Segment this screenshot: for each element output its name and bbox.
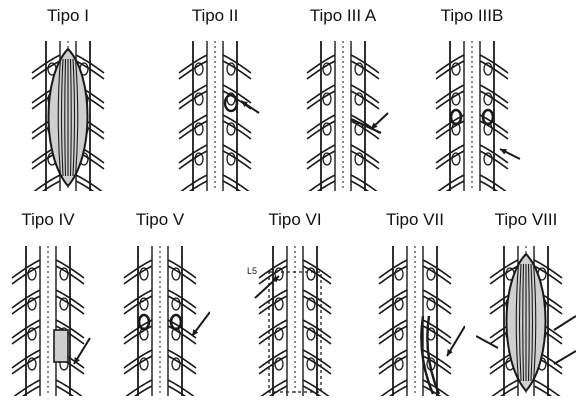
panel-title-tipo-ii: Tipo II <box>165 6 265 26</box>
spine-illustration-tipo-vii <box>365 246 465 396</box>
panel-tipo-iii-a: Tipo III A <box>293 6 393 196</box>
panel-title-tipo-vii: Tipo VII <box>365 210 465 230</box>
spine-illustration-tipo-i <box>18 41 118 191</box>
spine-illustration-tipo-iii-a <box>293 41 393 191</box>
spine-illustration-tipo-ii <box>165 41 265 191</box>
panel-tipo-i: Tipo I <box>18 6 118 196</box>
spine-illustration-tipo-vi: L5 <box>245 246 345 396</box>
panel-title-tipo-viii: Tipo VIII <box>476 210 576 230</box>
panel-title-tipo-v: Tipo V <box>110 210 210 230</box>
spine-illustration-tipo-iv <box>0 246 98 396</box>
root-left-thick <box>476 336 498 348</box>
spine-illustration-tipo-viii <box>476 246 576 396</box>
panel-tipo-viii: Tipo VIII <box>476 210 576 400</box>
panel-title-tipo-vi: Tipo VI <box>245 210 345 230</box>
panel-tipo-ii: Tipo II <box>165 6 265 196</box>
panel-title-tipo-i: Tipo I <box>18 6 118 26</box>
panel-title-tipo-iiib: Tipo IIIB <box>422 6 522 26</box>
panel-tipo-iv: Tipo IV <box>0 210 98 400</box>
panel-title-tipo-iv: Tipo IV <box>0 210 98 230</box>
spine-illustration-tipo-v <box>110 246 210 396</box>
hypertrophied-facet <box>54 330 68 362</box>
panel-tipo-v: Tipo V <box>110 210 210 400</box>
panel-title-tipo-iii-a: Tipo III A <box>293 6 393 26</box>
panel-tipo-vii: Tipo VII <box>365 210 465 400</box>
root-right-thick <box>554 316 576 330</box>
root-cyst <box>225 95 237 111</box>
panel-tipo-iiib: Tipo IIIB <box>422 6 522 196</box>
level-label-l5: L5 <box>247 266 257 276</box>
spine-illustration-tipo-iiib <box>422 41 522 191</box>
root-right-thick <box>554 351 576 364</box>
panel-tipo-vi: Tipo VI L5 <box>245 210 345 400</box>
